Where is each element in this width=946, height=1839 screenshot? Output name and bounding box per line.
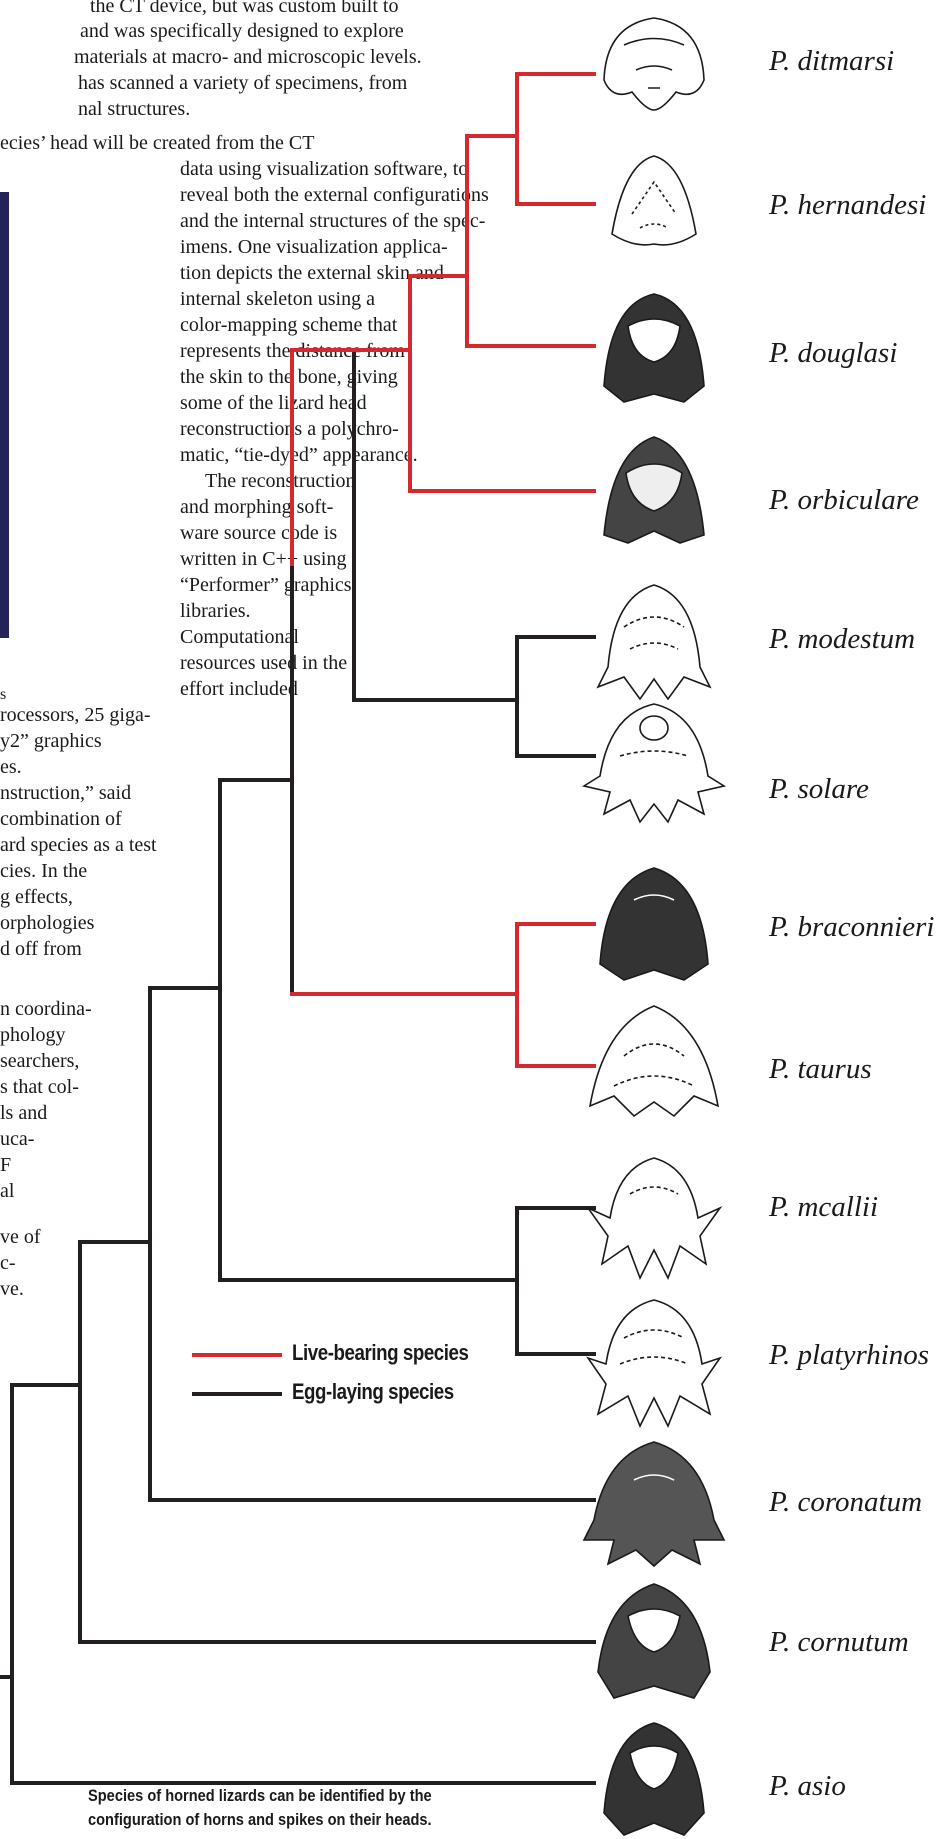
branch-mcallii [517,1208,594,1354]
head-douglasi [604,294,704,402]
head-braconnieri [600,868,708,980]
species-label-coronatum: P. coronatum [769,1485,922,1519]
branch-douglasi-group [410,136,467,276]
caption-line-1: Species of horned lizards can be identif… [88,1784,432,1808]
legend-label-live-bearing: Live-bearing species [292,1340,469,1366]
branch-phryno-to-red [292,350,354,564]
legend-swatch-live-bearing [192,1353,282,1357]
species-label-taurus: P. taurus [769,1052,872,1086]
species-label-douglasi: P. douglasi [769,336,897,370]
head-asio [604,1723,704,1835]
legend-swatch-egg-laying [192,1392,282,1396]
head-ditmarsi [604,18,704,110]
branch-modestum [517,637,594,756]
head-orbiculare [604,437,704,543]
species-label-asio: P. asio [769,1769,846,1803]
branch-hernandesi [517,74,594,204]
species-label-orbiculare: P. orbiculare [769,483,919,517]
branch-braconnieri [517,924,594,1066]
egg-laying-branches [0,350,594,1783]
branch-douglasi [467,136,594,346]
legend-label-egg-laying: Egg-laying species [292,1379,454,1405]
branch-orbiculare [410,276,594,491]
head-coronatum [584,1442,724,1566]
head-modestum [598,585,710,699]
branch-mcallii-clade [220,780,517,1280]
species-label-platyrhinos: P. platyrhinos [769,1338,929,1372]
live-bearing-branches [292,74,594,1066]
head-cornutum [598,1584,710,1698]
branch-asio [12,1385,594,1783]
branch-phryno-clade [220,564,292,780]
species-label-hernandesi: P. hernandesi [769,188,926,222]
caption-line-2: configuration of horns and spikes on the… [88,1808,432,1832]
species-label-mcallii: P. mcallii [769,1190,878,1224]
species-label-braconnieri: P. braconnieri [769,910,934,944]
species-label-modestum: P. modestum [769,622,915,656]
figure-caption: Species of horned lizards can be identif… [88,1784,432,1832]
head-hernandesi [612,156,696,245]
head-solare [584,704,724,822]
branch-coronatum-clade [80,988,150,1242]
branch-cornutum-clade [12,1242,80,1385]
head-taurus [590,1006,718,1116]
branch-ditmarsi-group [467,74,517,136]
branch-main-clade [150,780,220,988]
branch-douglasi-clade [354,276,410,350]
head-mcallii [588,1158,720,1278]
species-label-solare: P. solare [769,772,869,806]
species-label-ditmarsi: P. ditmarsi [769,44,894,78]
branch-modestum-clade [354,350,517,700]
head-platyrhinos [588,1300,720,1426]
species-label-cornutum: P. cornutum [769,1625,909,1659]
